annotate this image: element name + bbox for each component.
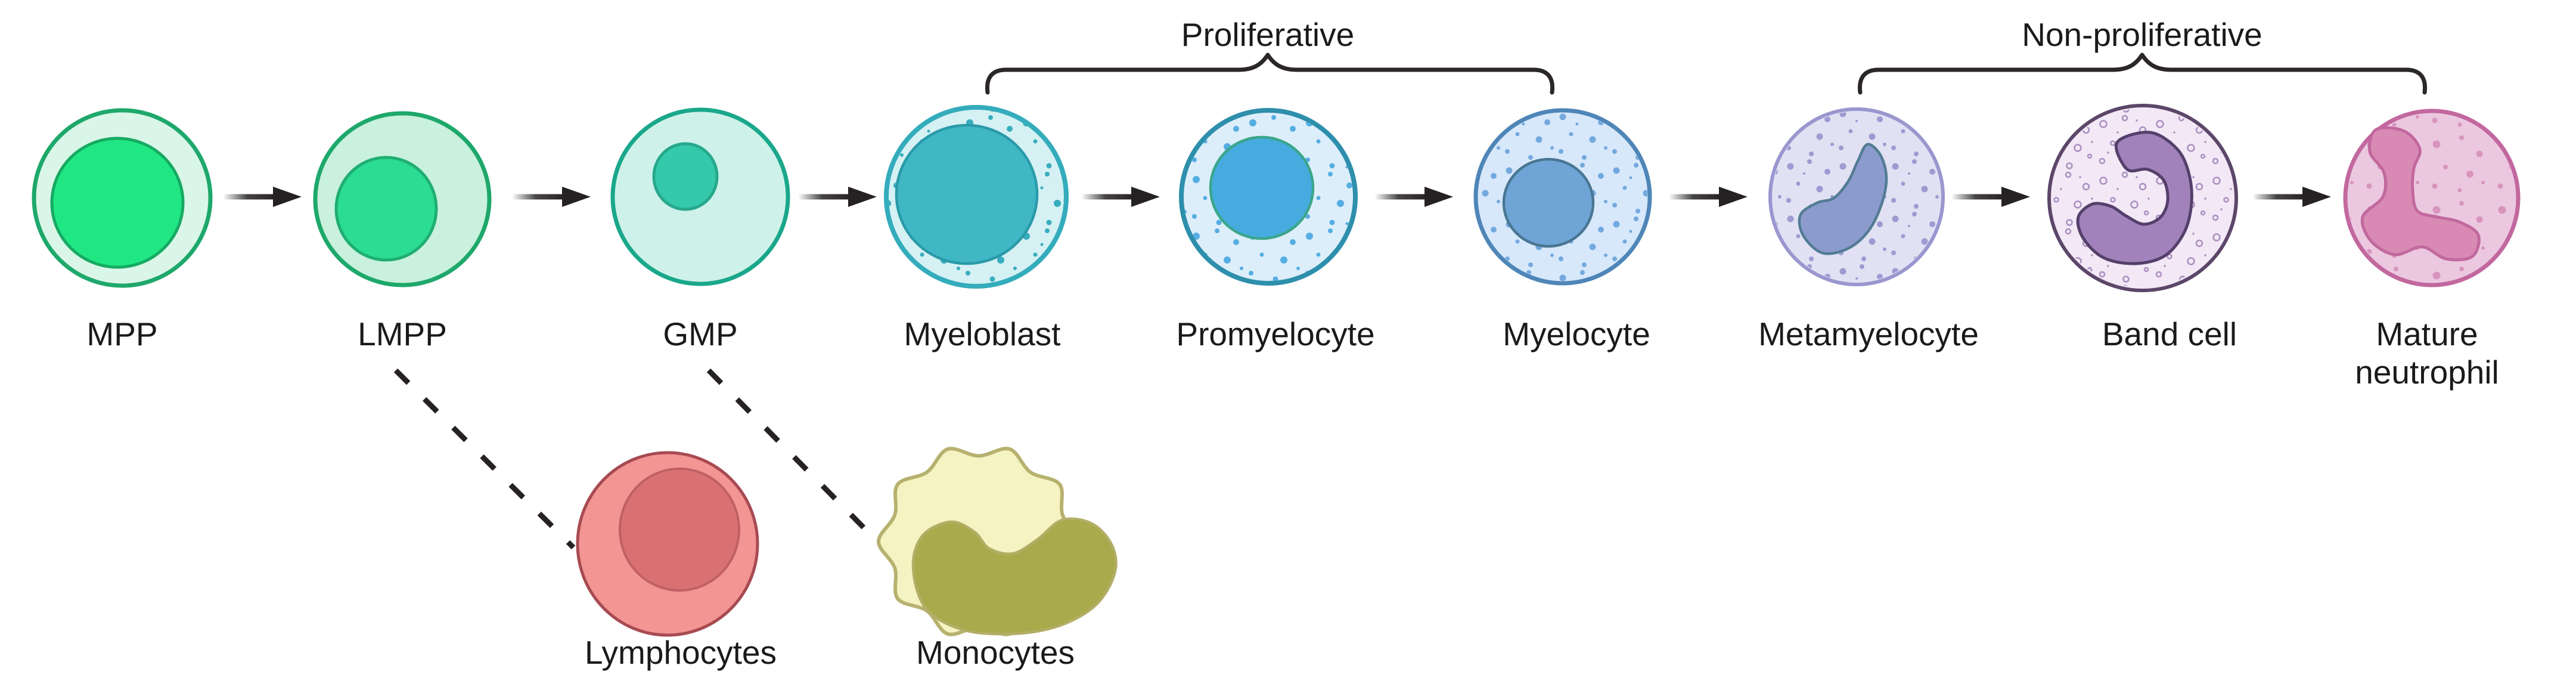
- mature-neutrophil-cell: [2343, 109, 2521, 287]
- stage-label-mature-neutrophil: Mature neutrophil: [2355, 315, 2499, 391]
- mpp-nucleus: [50, 137, 185, 269]
- stage-label-myelocyte: Myelocyte: [1503, 315, 1650, 352]
- non-proliferative-bracket: [1857, 52, 2428, 95]
- metamyelocyte-cell: [1768, 107, 1945, 286]
- myelocyte-nucleus: [1502, 157, 1595, 248]
- lmpp-cell: [313, 111, 492, 287]
- stage-label-myeloblast: Myeloblast: [904, 315, 1061, 352]
- flow-arrow: [1081, 187, 1160, 207]
- stage-label-band-cell: Band cell: [2102, 315, 2237, 352]
- lymphocyte-cell: [576, 451, 759, 637]
- myeloblast-nucleus: [895, 123, 1039, 265]
- stage-label-mpp: MPP: [86, 315, 158, 352]
- promyelocyte-nucleus: [1209, 135, 1315, 240]
- branch-label-lymphocytes: Lymphocytes: [585, 634, 777, 671]
- band-cell: [2047, 104, 2238, 292]
- myeloblast-cell: [884, 105, 1069, 289]
- myelocyte-cell: [1473, 108, 1652, 286]
- gmp-cell: [610, 107, 790, 286]
- flow-arrows: [223, 187, 2331, 207]
- proliferative-bracket: [985, 52, 1555, 95]
- branch-label-monocytes: Monocytes: [916, 634, 1075, 671]
- flow-arrow: [1669, 187, 1748, 207]
- flow-arrow: [1374, 187, 1453, 207]
- flow-arrow: [512, 187, 591, 207]
- gmp-nucleus: [652, 142, 719, 211]
- lymphocyte-nucleus: [619, 468, 740, 592]
- monocyte-cell: [877, 447, 1118, 636]
- monocyte-nucleus: [911, 517, 1118, 636]
- stage-label-lmpp: LMPP: [358, 315, 447, 352]
- flow-arrow: [1951, 187, 2030, 207]
- stage-label-promyelocyte: Promyelocyte: [1176, 315, 1375, 352]
- band-cell-nucleus: [2076, 131, 2193, 265]
- gmp-monocytes-dashed-line: [706, 368, 886, 550]
- lmpp-lymphocytes-dashed-line: [393, 368, 576, 550]
- promyelocyte-cell: [1179, 108, 1358, 286]
- non-proliferative-label: Non-proliferative: [2022, 16, 2262, 53]
- stage-label-metamyelocyte: Metamyelocyte: [1758, 315, 1979, 352]
- flow-arrow: [798, 187, 877, 207]
- mature-neutrophil-nucleus: [2360, 126, 2481, 262]
- proliferative-label: Proliferative: [1181, 16, 1355, 53]
- lmpp-nucleus: [334, 156, 438, 262]
- mpp-cell: [32, 108, 213, 288]
- metamyelocyte-nucleus: [1798, 143, 1888, 255]
- flow-arrow: [2252, 187, 2331, 207]
- stage-label-gmp: GMP: [663, 315, 738, 352]
- flow-arrow: [223, 187, 302, 207]
